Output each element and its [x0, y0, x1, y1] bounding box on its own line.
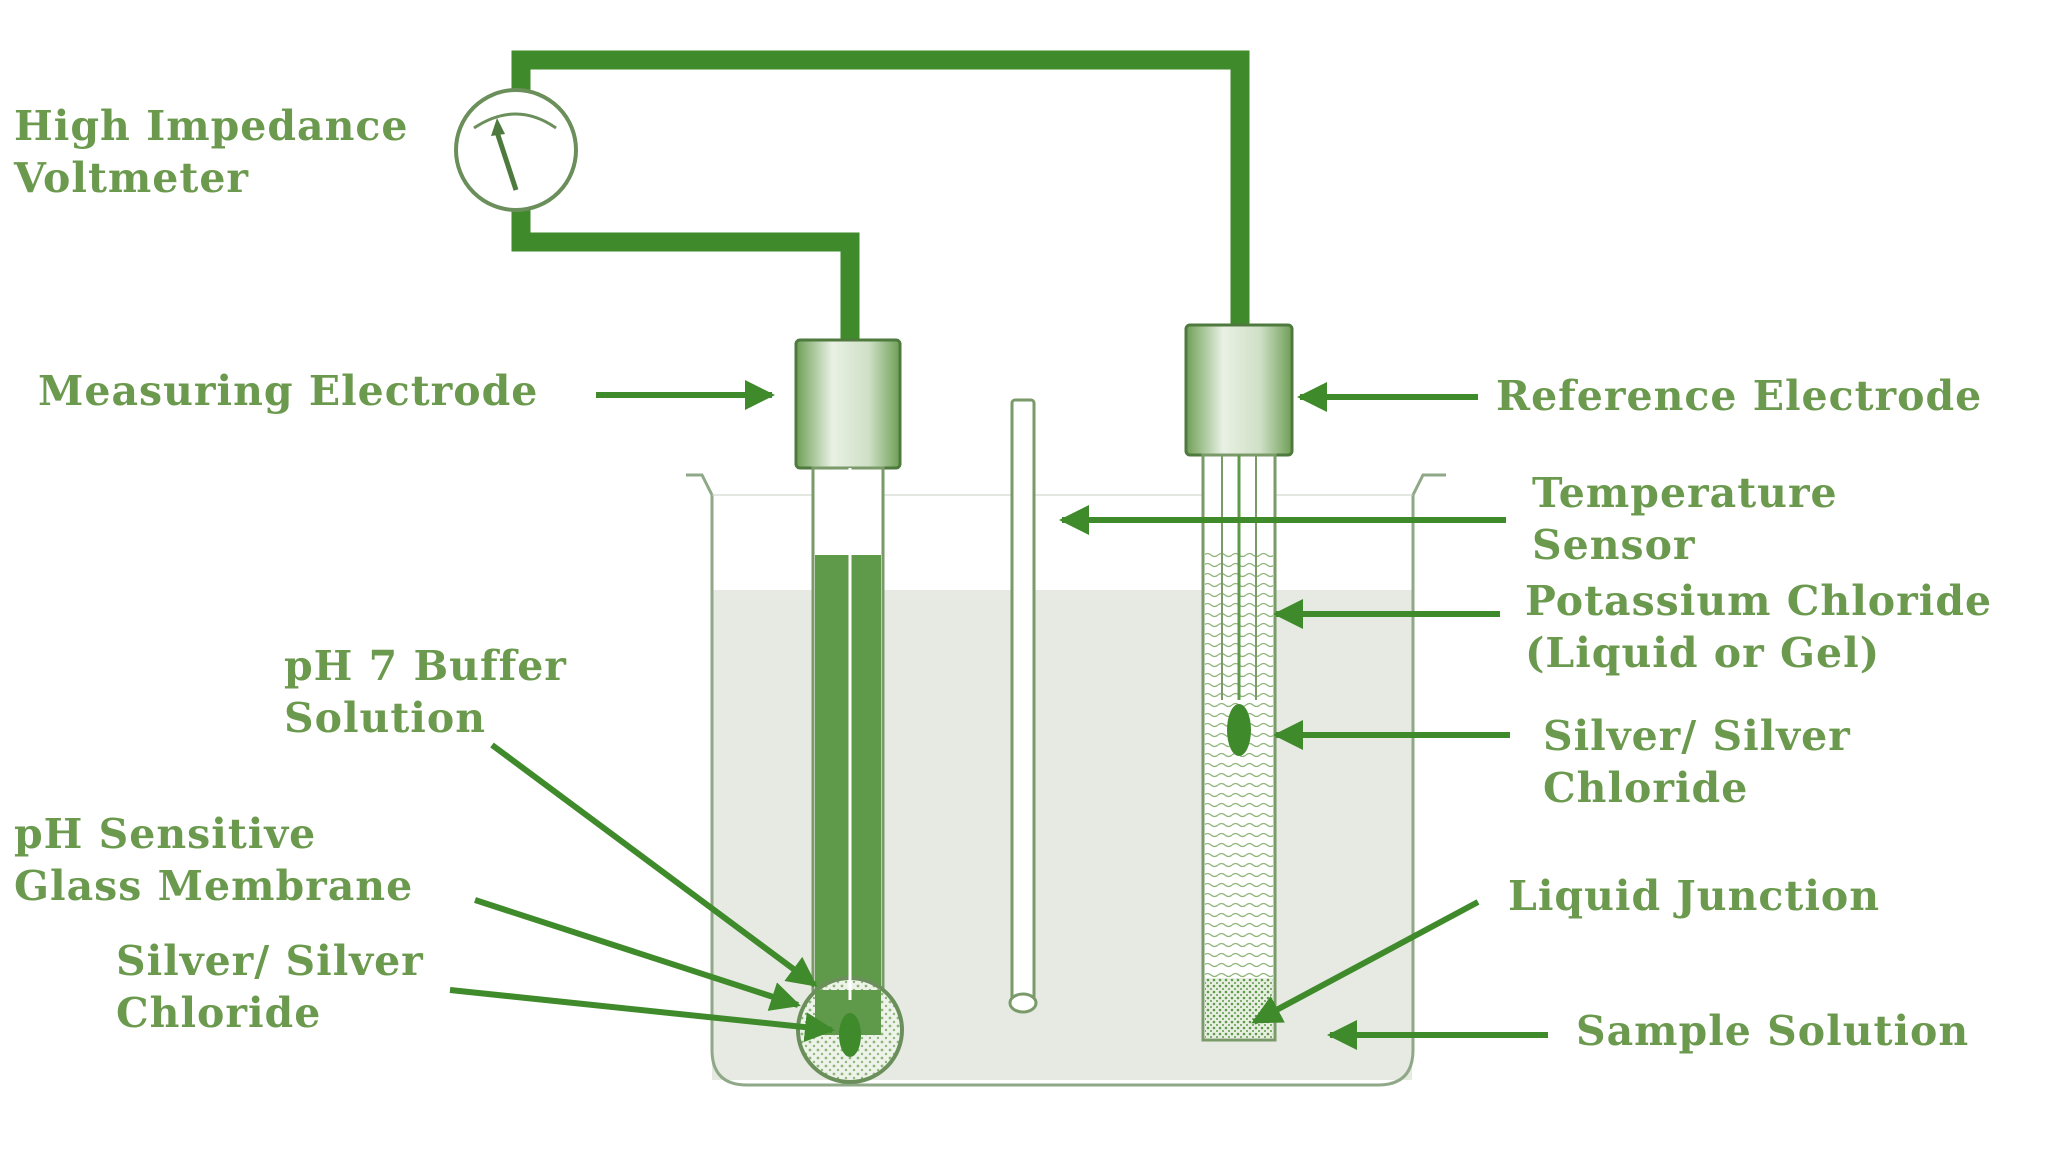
ph-membrane-line1: pH Sensitive	[14, 810, 317, 858]
arrow-ph7-buffer	[490, 742, 818, 988]
reference-electrode	[1184, 323, 1294, 1042]
ph7-buffer-line2: Solution	[284, 694, 487, 742]
measuring-electrode-label: Measuring Electrode	[38, 365, 538, 417]
measuring-electrode	[794, 338, 904, 1084]
silver-chloride-left-label: Silver/ Silver Chloride	[116, 935, 424, 1039]
potassium-chloride-label: Potassium Chloride (Liquid or Gel)	[1525, 575, 1992, 679]
top-wire	[511, 50, 1250, 325]
ph-membrane-line2: Glass Membrane	[14, 862, 414, 910]
temperature-sensor-line2: Sensor	[1532, 521, 1696, 569]
arrow-ph-membrane	[474, 897, 801, 1011]
silver-chloride-left-line1: Silver/ Silver	[116, 937, 424, 985]
silver-chloride-right-label: Silver/ Silver Chloride	[1543, 710, 1851, 814]
reference-electrode-text: Reference Electrode	[1496, 372, 1983, 420]
liquid-junction-text: Liquid Junction	[1508, 872, 1881, 920]
potassium-chloride-line2: (Liquid or Gel)	[1525, 629, 1881, 677]
silver-chloride-right-line1: Silver/ Silver	[1543, 712, 1851, 760]
arrow-liquid-junction	[1251, 899, 1480, 1025]
voltmeter-label: High Impedance Voltmeter	[14, 100, 408, 204]
beaker-outline	[686, 473, 1446, 1087]
voltmeter-label-line2: Voltmeter	[14, 154, 250, 202]
measuring-electrode-text: Measuring Electrode	[38, 367, 539, 415]
voltmeter-label-line1: High Impedance	[14, 102, 409, 150]
temperature-sensor-line1: Temperature	[1532, 469, 1838, 517]
arrow-silver-chloride-left	[449, 987, 835, 1043]
ph7-buffer-line1: pH 7 Buffer	[284, 642, 567, 690]
temperature-sensor-label: Temperature Sensor	[1532, 467, 1838, 571]
silver-chloride-right-line2: Chloride	[1543, 764, 1749, 812]
reference-electrode-label: Reference Electrode	[1496, 370, 1982, 422]
temperature-sensor	[1008, 398, 1038, 1014]
silver-chloride-left-line2: Chloride	[116, 989, 322, 1037]
ph-membrane-label: pH Sensitive Glass Membrane	[14, 808, 413, 912]
left-wire	[511, 200, 860, 340]
ph7-buffer-label: pH 7 Buffer Solution	[284, 640, 567, 744]
liquid-junction-label: Liquid Junction	[1508, 870, 1880, 922]
sample-solution-label: Sample Solution	[1576, 1005, 1969, 1057]
potassium-chloride-line1: Potassium Chloride	[1525, 577, 1993, 625]
voltmeter-gauge-icon	[454, 88, 578, 212]
sample-solution-text: Sample Solution	[1576, 1007, 1970, 1055]
